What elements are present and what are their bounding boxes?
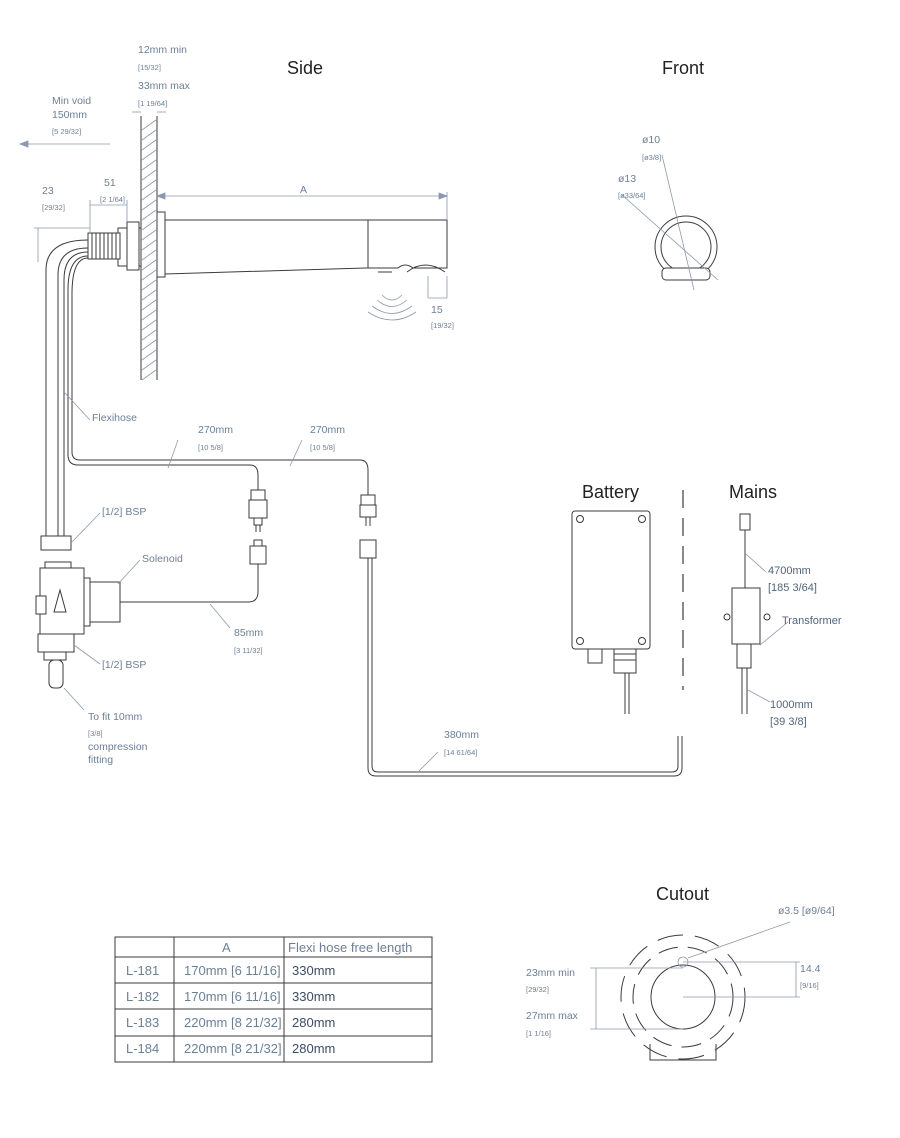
table-row-1-model: L-181 [126, 963, 159, 978]
mains-length-1: 4700mm [768, 565, 811, 577]
battery-title: Battery [582, 482, 639, 502]
dim-15-label: 15 [431, 304, 443, 316]
model-table: A Flexi hose free length L-181 170mm [6 … [114, 936, 433, 1063]
length-1-imperial: [10 5/8] [198, 443, 223, 452]
length-2-mm: 270mm [310, 424, 345, 436]
length-2-imperial: [10 5/8] [310, 443, 335, 452]
battery-box [571, 510, 651, 714]
length-3-mm: 85mm [234, 627, 263, 639]
min-wall-label: 12mm min [138, 44, 187, 56]
table-row-3-model: L-183 [126, 1015, 159, 1030]
table-row-3-hose: 280mm [292, 1015, 335, 1030]
flexihose-lines [45, 239, 369, 536]
dim-51-imperial: [2 1/64] [100, 195, 125, 204]
dim-a-label: A [300, 184, 307, 196]
cutout-min-label: 23mm min [526, 967, 575, 979]
front-d10-imperial: [ø3/8] [642, 153, 661, 162]
mains-transformer: 4700mm [185 3/64] Transformer 1000mm [39… [723, 513, 842, 728]
cutout-144-imperial: [9/16] [800, 981, 819, 990]
table-row-4-hose: 280mm [292, 1041, 335, 1056]
void-mm-label: 150mm [52, 109, 87, 121]
dim-15-imperial: [19/32] [431, 321, 454, 330]
side-view: 12mm min [15/32] 33mm max [1 19/64] Min … [18, 44, 683, 777]
flexihose-label: Flexihose [92, 412, 137, 424]
transformer-label: Transformer [782, 615, 842, 627]
table-row-4-a: 220mm [8 21/32] [184, 1041, 282, 1056]
front-d13-imperial: [ø33/64] [618, 191, 646, 200]
side-dimensions [18, 111, 449, 773]
length-4-imperial: [14 61/64] [444, 748, 477, 757]
table-row-3-a: 220mm [8 21/32] [184, 1015, 282, 1030]
mains-title: Mains [729, 482, 777, 502]
table-row-2-a: 170mm [6 11/16] [184, 989, 281, 1004]
mains-length-2: 1000mm [770, 699, 813, 711]
battery-cable [367, 558, 683, 777]
cutout-144-label: 14.4 [800, 963, 821, 975]
fit-line-4: fitting [88, 754, 113, 766]
table-row-1-hose: 330mm [292, 963, 335, 978]
table-row-1-a: 170mm [6 11/16] [184, 963, 281, 978]
back-fitting [87, 221, 142, 271]
solenoid-label: Solenoid [142, 553, 183, 565]
dim-51-label: 51 [104, 177, 116, 189]
connector-right [359, 494, 377, 559]
fit-line-3: compression [88, 741, 148, 753]
min-void-label: Min void [52, 95, 91, 107]
front-view-title: Front [662, 58, 704, 78]
cutout-hole-label: ø3.5 [ø9/64] [778, 905, 835, 917]
solenoid-valve [35, 535, 259, 689]
wall [140, 116, 158, 381]
length-1-mm: 270mm [198, 424, 233, 436]
length-3-imperial: [3 11/32] [234, 646, 263, 655]
cutout-min-imperial: [29/32] [526, 985, 549, 994]
fit-line-1: To fit 10mm [88, 711, 143, 723]
bsp-top-label: [1/2] BSP [102, 506, 146, 518]
bsp-bottom-label: [1/2] BSP [102, 659, 146, 671]
table-header-a: A [222, 940, 231, 955]
cutout-max-imperial: [1 1/16] [526, 1029, 551, 1038]
side-view-title: Side [287, 58, 323, 78]
mains-length-2-imperial: [39 3/8] [770, 716, 807, 728]
length-4-mm: 380mm [444, 729, 479, 741]
front-d13-label: ø13 [618, 173, 636, 185]
front-view: ø10 [ø3/8] ø13 [ø33/64] [618, 134, 719, 291]
table-header-hose: Flexi hose free length [288, 940, 412, 955]
dim-23-label: 23 [42, 185, 54, 197]
connector-left [248, 489, 268, 565]
table-row-2-model: L-182 [126, 989, 159, 1004]
spout [156, 211, 448, 321]
table-row-2-hose: 330mm [292, 989, 335, 1004]
max-wall-imperial: [1 19/64] [138, 99, 167, 108]
cutout-title: Cutout [656, 884, 709, 904]
max-wall-label: 33mm max [138, 80, 191, 92]
void-imperial: [5 29/32] [52, 127, 81, 136]
front-d10-label: ø10 [642, 134, 660, 146]
table-row-4-model: L-184 [126, 1041, 159, 1056]
dim-23-imperial: [29/32] [42, 203, 65, 212]
mains-length-1-imperial: [185 3/64] [768, 582, 817, 594]
cutout-view: ø3.5 [ø9/64] 23mm min [29/32] 27mm max [… [526, 905, 835, 1061]
fit-line-2: [3/8] [88, 729, 103, 738]
cutout-max-label: 27mm max [526, 1010, 579, 1022]
min-wall-imperial: [15/32] [138, 63, 161, 72]
